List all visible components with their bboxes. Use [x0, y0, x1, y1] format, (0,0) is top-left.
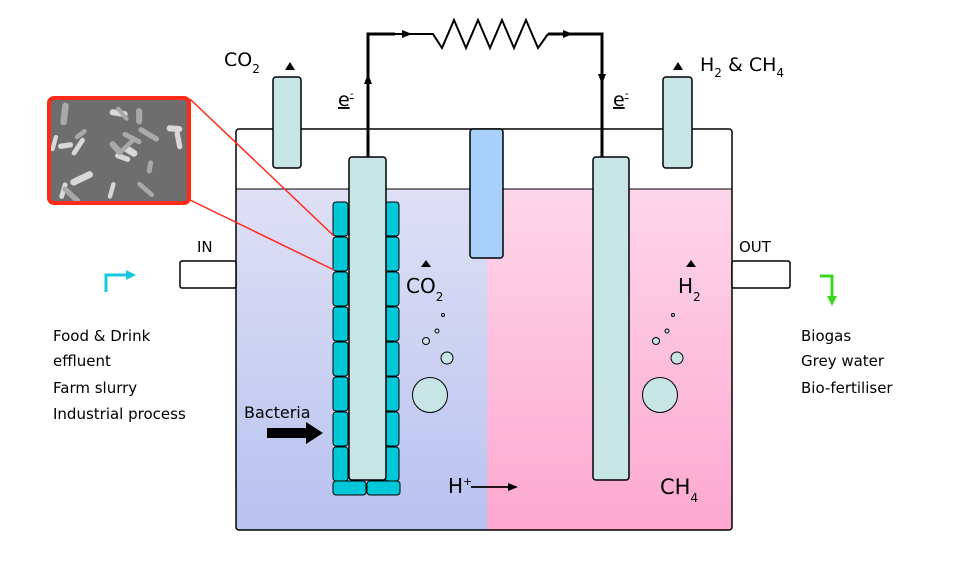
- output-item: Bio-fertiliser: [801, 379, 893, 397]
- bacterium-rod: [137, 181, 155, 198]
- co2-label: CO2: [406, 274, 443, 304]
- bacterium-rod: [70, 171, 93, 186]
- bacterium-rod: [50, 134, 59, 152]
- membrane: [469, 128, 504, 259]
- input-item: Industrial process: [53, 405, 186, 423]
- bacterium-cell: [332, 446, 349, 482]
- h2-ch4-vent-label: H2 & CH4: [700, 54, 784, 80]
- bacterium-cell: [332, 341, 349, 377]
- bacterium-cell: [332, 376, 349, 412]
- bacteria-biofilm: [332, 201, 401, 496]
- bacterium-cell: [384, 271, 400, 307]
- co2-bubbles: [412, 313, 454, 413]
- outlet-pipe: [731, 260, 791, 289]
- bacterium-rod: [74, 128, 87, 140]
- bacterium-rod: [123, 145, 138, 157]
- proton-label: H+: [448, 474, 472, 498]
- bacterium-cell: [332, 480, 367, 496]
- gas-up-arrow-icon: [285, 62, 295, 70]
- output-item: Grey water: [801, 352, 885, 370]
- electron-flow-arrow-icon: [598, 74, 606, 84]
- bacterium-cell: [384, 446, 400, 482]
- bacterium-rod: [107, 182, 116, 199]
- bacterium-rod: [119, 138, 135, 154]
- bacterium-rod: [60, 102, 69, 126]
- resistor-icon: [395, 17, 549, 51]
- outflow-arrow-icon: [820, 274, 837, 306]
- h2-ch4-gas-vent: [662, 76, 693, 169]
- bacterium-rod: [138, 127, 160, 142]
- bacterium-cell: [384, 376, 400, 412]
- bacteria-pointer-arrow-icon: [267, 422, 323, 444]
- gas-up-arrow-icon: [673, 62, 683, 70]
- input-item: Food & Drink: [53, 327, 151, 345]
- output-list: Biogas Grey water Bio-fertiliser: [801, 327, 893, 397]
- bacterium-cell: [332, 411, 349, 447]
- co2-gas-vent: [272, 76, 302, 169]
- methane-label: CH4: [660, 475, 698, 505]
- cathode-electrode: [592, 156, 630, 481]
- bacterium-cell: [332, 271, 349, 307]
- bacterium-rod: [62, 186, 81, 204]
- h2-bubbles: [642, 313, 684, 413]
- bacterium-cell: [332, 201, 349, 237]
- bacterium-cell: [366, 480, 401, 496]
- out-label: OUT: [739, 238, 772, 256]
- h2-label: H2: [678, 274, 701, 304]
- input-list: Food & Drink effluent Farm slurry Indust…: [53, 327, 186, 423]
- inflow-arrow-icon: [104, 270, 136, 292]
- bacterium-rod: [116, 106, 129, 121]
- bacterium-rod: [166, 125, 183, 133]
- bacterium-cell: [384, 341, 400, 377]
- bacterium-rod: [122, 131, 142, 145]
- bacterium-rod: [146, 160, 154, 174]
- inlet-pipe: [179, 260, 237, 289]
- electron-label-right: e-: [613, 87, 629, 111]
- output-item: Biogas: [801, 327, 851, 345]
- bacterium-cell: [384, 201, 400, 237]
- anode-electrode: [348, 156, 387, 481]
- input-item: effluent: [53, 352, 111, 370]
- bacterium-cell: [384, 306, 400, 342]
- gas-up-arrow-icon: [421, 260, 431, 267]
- external-circuit: [364, 17, 606, 160]
- in-label: IN: [197, 238, 213, 256]
- gas-up-arrow-icon: [686, 260, 696, 267]
- bacterium-cell: [332, 306, 349, 342]
- bacteria-micrograph-inset: [47, 96, 191, 205]
- bacterium-rod: [58, 142, 74, 149]
- bacterium-cell: [332, 236, 349, 272]
- input-item: Farm slurry: [53, 379, 137, 397]
- bacterium-cell: [384, 411, 400, 447]
- co2-vent-label: CO2: [224, 49, 260, 76]
- electron-flow-arrow-icon: [563, 30, 573, 38]
- proton-arrow-icon: [508, 483, 518, 491]
- bacterium-rod: [109, 141, 123, 156]
- electron-flow-arrow-icon: [402, 30, 412, 38]
- bacterium-rod: [115, 152, 131, 162]
- bacterium-rod: [71, 137, 85, 156]
- electron-flow-arrow-icon: [364, 74, 372, 84]
- electron-label-left: e-: [338, 87, 354, 111]
- bacterium-rod: [174, 131, 183, 150]
- bacterium-cell: [384, 236, 400, 272]
- bacteria-label: Bacteria: [244, 403, 311, 422]
